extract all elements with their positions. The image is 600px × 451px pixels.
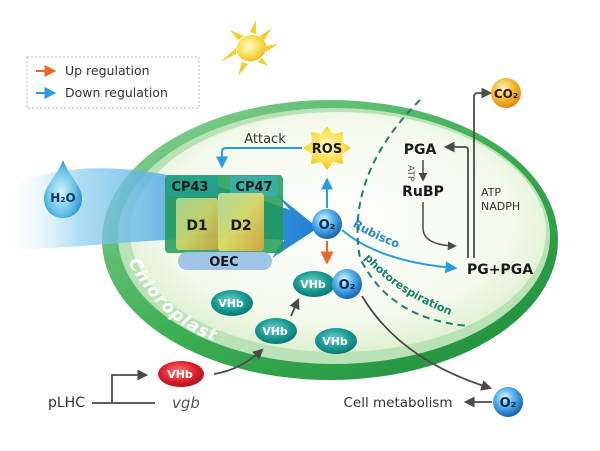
d2-block — [218, 193, 264, 251]
nadph-label: NADPH — [481, 200, 520, 213]
atp-label: ATP — [481, 186, 501, 199]
cell-metabolism-label: Cell metabolism — [343, 395, 452, 411]
vhb-o2-complex: VHb O₂ — [293, 269, 362, 299]
cp47-label: CP47 — [235, 180, 272, 195]
oec-label: OEC — [209, 255, 238, 270]
legend-down-label: Down regulation — [65, 85, 168, 100]
attack-label: Attack — [244, 132, 286, 147]
water-drop-icon — [44, 160, 82, 218]
pgpga-label: PG+PGA — [467, 262, 533, 278]
cp43-block — [166, 176, 218, 196]
o2-central-label: O₂ — [319, 218, 336, 233]
vhb-import-arrow — [213, 348, 264, 375]
d1-block — [176, 198, 218, 250]
atp-small-label: ATP — [405, 165, 415, 182]
promoter-label: pLHC — [48, 395, 85, 411]
attack-arrow — [216, 147, 302, 169]
o2-exported: O₂ — [493, 387, 523, 417]
o2-central: O₂ — [312, 209, 342, 239]
vhb-inside-1: VHb — [211, 290, 253, 316]
h2o-label: H₂O — [50, 191, 76, 205]
pgpga-to-pga-arrow — [443, 141, 469, 258]
cp47-block — [230, 176, 278, 196]
vhb-blob — [255, 318, 297, 344]
vhb-label: VHb — [322, 335, 348, 348]
o2-bound-label: O₂ — [339, 278, 356, 293]
vhb-inside-3: VHb — [315, 328, 357, 354]
vhb-label: VHb — [262, 325, 288, 338]
vhb-to-complex-arrow — [289, 298, 300, 317]
vhb-blob — [315, 328, 357, 354]
photosystem-ii: CP43 CP47 D1 D2 OEC — [165, 175, 283, 270]
pga-label: PGA — [404, 142, 437, 158]
co2-molecule: CO₂ — [491, 78, 521, 108]
rubisco-arrow — [341, 229, 458, 274]
transcription-arrow — [111, 369, 149, 403]
d2-label: D2 — [230, 218, 251, 234]
ros-burst: ROS — [303, 126, 351, 170]
calvin-cycle: PGA ATP RuBP PG+PGA ATP NADPH — [402, 87, 533, 278]
rubp-to-pgpga-arrow — [422, 202, 457, 251]
legend: Up regulation Down regulation — [26, 56, 200, 109]
vhb-blob — [211, 290, 253, 316]
o2-export-arrow — [361, 295, 493, 391]
legend-item-up: Up regulation — [36, 63, 150, 78]
co2-bubble — [491, 78, 521, 108]
legend-item-down: Down regulation — [36, 85, 168, 100]
o2-exported-bubble — [493, 387, 523, 417]
legend-box — [26, 56, 200, 109]
o2-exported-label: O₂ — [500, 396, 517, 411]
oec-block — [178, 252, 272, 270]
ros-star-icon — [303, 126, 351, 170]
vhb-expressed-label: VHb — [167, 368, 193, 381]
ros-label: ROS — [312, 142, 342, 157]
h2o-droplet: H₂O — [44, 160, 82, 218]
o2-bound-bubble — [332, 269, 362, 299]
sun-icon — [220, 20, 278, 76]
rubp-label: RuBP — [402, 184, 444, 200]
vhb-bound — [293, 271, 335, 297]
co2-label: CO₂ — [494, 87, 518, 101]
vhb-label: VHb — [218, 297, 244, 310]
vhb-inside-2: VHb — [255, 318, 297, 344]
vhb-bound-label: VHb — [300, 278, 326, 291]
o2-bubble — [312, 209, 342, 239]
gene-construct: pLHC vgb VHb — [48, 348, 264, 412]
legend-up-label: Up regulation — [65, 63, 150, 78]
d1-label: D1 — [186, 218, 207, 234]
vgb-gene-label: vgb — [172, 394, 200, 412]
pgpga-to-co2-arrow — [473, 87, 493, 258]
cp43-label: CP43 — [171, 180, 208, 195]
vhb-expressed — [158, 361, 204, 387]
